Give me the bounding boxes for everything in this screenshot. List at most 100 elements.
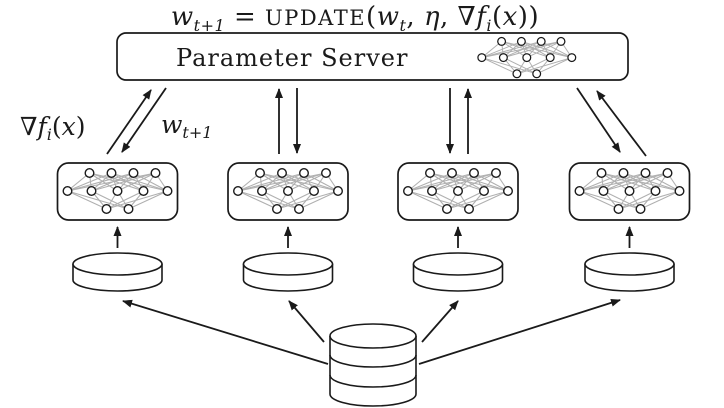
nn-node — [123, 204, 134, 215]
nn-node — [522, 53, 532, 63]
shapes-layer — [56, 32, 691, 407]
nn-edge — [429, 172, 485, 192]
nn-edge — [237, 172, 305, 192]
nn-node — [624, 186, 635, 197]
nn-node — [567, 53, 577, 63]
nn-edge — [618, 190, 680, 210]
nn-edge — [601, 172, 656, 192]
nn-edge — [67, 190, 107, 210]
nn-edge — [261, 172, 327, 192]
nn-edge — [526, 40, 562, 59]
shard-distribution-arrow — [421, 300, 459, 343]
nn-node — [294, 204, 305, 215]
weights-download-arrow — [576, 87, 621, 153]
nn-edge — [407, 172, 497, 192]
nn-node — [162, 186, 173, 197]
nn-edge — [281, 172, 315, 192]
worker-data-shard-database-disk-icon — [584, 252, 675, 292]
nn-edge — [446, 190, 509, 210]
nn-node — [299, 167, 310, 179]
nn-node — [478, 186, 489, 197]
worker-data-shard-database-disk-icon — [412, 252, 504, 292]
nn-edge — [579, 172, 668, 192]
nn-node — [427, 186, 438, 197]
nn-edge — [261, 190, 300, 210]
shard-distribution-arrow — [122, 299, 329, 365]
nn-edge — [237, 172, 327, 192]
gradient-upload-arrow — [106, 89, 152, 155]
nn-node — [662, 167, 673, 179]
gradient-upload-arrow — [596, 90, 647, 157]
nn-edge — [237, 190, 278, 210]
nn-node — [308, 186, 319, 197]
nn-node — [425, 167, 436, 179]
nn-edge — [579, 190, 619, 210]
nn-edge — [431, 190, 470, 210]
nn-node — [447, 167, 458, 179]
nn-edge — [67, 172, 134, 192]
nn-node — [453, 186, 464, 197]
nn-edge — [503, 40, 562, 59]
nn-edge — [623, 172, 656, 192]
nn-edge — [516, 57, 551, 75]
server-neural-network-icon — [477, 36, 577, 79]
nn-node — [255, 167, 266, 179]
nn-edge — [579, 172, 646, 192]
nn-edge — [67, 172, 156, 192]
nn-edge — [407, 172, 475, 192]
weights-label: wt+1 — [161, 110, 212, 142]
nn-node — [502, 186, 513, 197]
nn-edge — [481, 40, 542, 59]
nn-edge — [536, 57, 573, 75]
weights-download-arrow — [121, 87, 167, 153]
nn-node — [272, 204, 283, 215]
nn-edge — [481, 40, 562, 59]
nn-node — [613, 204, 624, 215]
nn-node — [402, 186, 414, 197]
nn-node — [84, 167, 95, 179]
nn-node — [635, 204, 646, 215]
worker-neural-network-icon — [574, 167, 685, 215]
nn-edge — [91, 172, 156, 192]
nn-node — [556, 36, 566, 46]
nn-edge — [259, 172, 289, 192]
nn-node — [332, 186, 343, 197]
worker-neural-network-icon — [402, 167, 513, 215]
nn-edge — [446, 190, 485, 210]
nn-node — [574, 186, 585, 197]
nn-node — [598, 186, 609, 197]
nn-edge — [601, 172, 630, 192]
nn-node — [618, 167, 629, 179]
nn-node — [150, 167, 161, 179]
nn-node — [650, 186, 661, 197]
nn-node — [477, 53, 487, 63]
worker-data-shard-database-disk-icon — [242, 252, 334, 292]
nn-node — [545, 53, 555, 63]
nn-node — [596, 167, 607, 179]
nn-edge — [407, 190, 448, 210]
gradient-label: ∇fi(x) — [20, 112, 86, 144]
nn-node — [320, 167, 331, 179]
nn-node — [490, 167, 501, 179]
shard-distribution-arrow — [288, 300, 325, 343]
nn-edge — [106, 190, 168, 210]
nn-edge — [276, 190, 339, 210]
nn-edge — [603, 190, 641, 210]
shard-distribution-arrow — [418, 298, 621, 365]
worker-neural-network-icon — [62, 167, 173, 215]
nn-node — [128, 167, 139, 179]
nn-edge — [451, 172, 485, 192]
parameter-server-label: Parameter Server — [176, 44, 408, 72]
nn-node — [532, 69, 542, 79]
nn-edge — [89, 172, 144, 192]
nn-node — [497, 36, 507, 46]
nn-node — [138, 186, 149, 197]
update-formula: wt+1 = UPDATE(wt, η, ∇fi(x)) — [171, 2, 539, 35]
nn-node — [232, 186, 244, 197]
nn-edge — [287, 172, 327, 192]
nn-edge — [429, 172, 459, 192]
nn-edge — [481, 40, 522, 59]
worker-data-shard-database-disk-icon — [72, 252, 163, 292]
